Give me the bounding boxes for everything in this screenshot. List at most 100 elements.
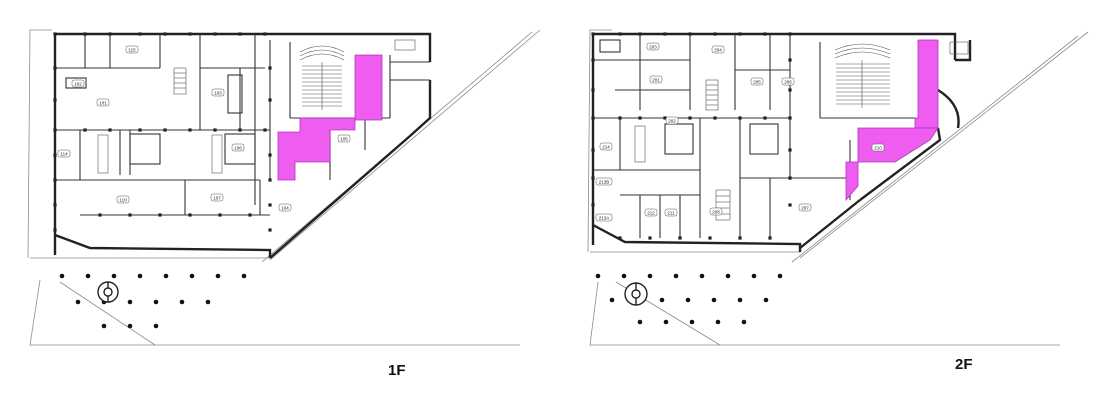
room-tag-box bbox=[798, 203, 812, 212]
column bbox=[83, 128, 87, 132]
column bbox=[591, 203, 595, 207]
site-lines-1f bbox=[27, 29, 541, 346]
column bbox=[673, 273, 679, 279]
column bbox=[768, 236, 772, 240]
column bbox=[98, 213, 102, 217]
column bbox=[741, 319, 747, 325]
column bbox=[248, 213, 252, 217]
room-115: 115 bbox=[125, 45, 139, 54]
column bbox=[715, 319, 721, 325]
room-110: 110 bbox=[116, 195, 130, 204]
column bbox=[663, 116, 667, 120]
column bbox=[218, 213, 222, 217]
spiral-stair-2f bbox=[624, 282, 648, 306]
column bbox=[138, 32, 142, 36]
room-211: 211 bbox=[664, 208, 678, 217]
column bbox=[188, 128, 192, 132]
room-tag-box bbox=[665, 116, 679, 125]
column bbox=[268, 178, 272, 182]
column bbox=[85, 273, 91, 279]
column bbox=[127, 299, 133, 305]
column bbox=[59, 273, 65, 279]
highlight-areas-2f bbox=[845, 39, 939, 202]
outer-walls-1f bbox=[53, 32, 432, 259]
column bbox=[263, 128, 267, 132]
room-208: 208 bbox=[709, 207, 723, 216]
column bbox=[53, 98, 57, 102]
column bbox=[268, 98, 272, 102]
room-105: 105 bbox=[337, 134, 351, 143]
room-number: 202 bbox=[668, 119, 676, 124]
column bbox=[738, 236, 742, 240]
room-tag-box bbox=[781, 77, 795, 86]
highlight-zone-2f-room-210 bbox=[857, 127, 939, 163]
column bbox=[713, 116, 717, 120]
column bbox=[711, 297, 717, 303]
room-tag-box bbox=[278, 203, 292, 212]
column bbox=[215, 273, 221, 279]
column bbox=[238, 128, 242, 132]
column bbox=[268, 203, 272, 207]
column bbox=[659, 297, 665, 303]
column bbox=[763, 116, 767, 120]
room-tag-box bbox=[71, 79, 85, 88]
column bbox=[241, 273, 247, 279]
room-202: 202 bbox=[665, 116, 679, 125]
column bbox=[163, 128, 167, 132]
column bbox=[138, 128, 142, 132]
column bbox=[689, 319, 695, 325]
room-tag-box bbox=[116, 195, 130, 204]
interior-walls-1f bbox=[55, 34, 430, 216]
room-106: 106 bbox=[231, 143, 245, 152]
floor-label-1f: 1F bbox=[388, 362, 406, 379]
stairs-1f bbox=[97, 39, 416, 174]
column bbox=[713, 32, 717, 36]
room-204: 204 bbox=[711, 45, 725, 54]
column bbox=[788, 148, 792, 152]
column bbox=[618, 236, 622, 240]
room-tag-box bbox=[646, 42, 660, 51]
column bbox=[268, 228, 272, 232]
room-number: 206 bbox=[784, 80, 792, 85]
column bbox=[595, 273, 601, 279]
room-number: 114 bbox=[60, 152, 68, 157]
room-number: 207 bbox=[801, 206, 809, 211]
columns-1f bbox=[53, 32, 272, 232]
column bbox=[638, 116, 642, 120]
column bbox=[111, 273, 117, 279]
room-203: 203 bbox=[646, 42, 660, 51]
room-201: 201 bbox=[649, 75, 663, 84]
room-tag-box bbox=[210, 193, 224, 202]
column bbox=[591, 148, 595, 152]
room-number: 102 bbox=[74, 82, 82, 87]
column bbox=[591, 176, 595, 180]
column bbox=[609, 297, 615, 303]
column bbox=[591, 116, 595, 120]
column bbox=[737, 297, 743, 303]
plaza-columns-1f bbox=[59, 273, 247, 329]
column bbox=[708, 236, 712, 240]
room-213B: 213B bbox=[595, 177, 613, 186]
highlight-zone-1f-east bbox=[354, 54, 383, 121]
column bbox=[725, 273, 731, 279]
column bbox=[591, 32, 595, 36]
column bbox=[75, 299, 81, 305]
column bbox=[699, 273, 705, 279]
room-tag-box bbox=[644, 208, 658, 217]
floor-plan-2f: 201202203204205206207208210211212213A213… bbox=[587, 29, 1089, 346]
column bbox=[777, 273, 783, 279]
column bbox=[128, 213, 132, 217]
room-102: 102 bbox=[71, 79, 85, 88]
column bbox=[638, 32, 642, 36]
room-number: 210 bbox=[874, 146, 882, 151]
room-number: 208 bbox=[712, 210, 720, 215]
room-tag-box bbox=[871, 143, 885, 152]
column bbox=[663, 32, 667, 36]
room-number: 115 bbox=[128, 48, 136, 53]
spiral-stair-1f bbox=[97, 281, 119, 303]
columns-2f bbox=[591, 32, 792, 240]
room-number: 205 bbox=[753, 80, 761, 85]
column bbox=[153, 299, 159, 305]
column bbox=[268, 153, 272, 157]
column bbox=[127, 323, 133, 329]
